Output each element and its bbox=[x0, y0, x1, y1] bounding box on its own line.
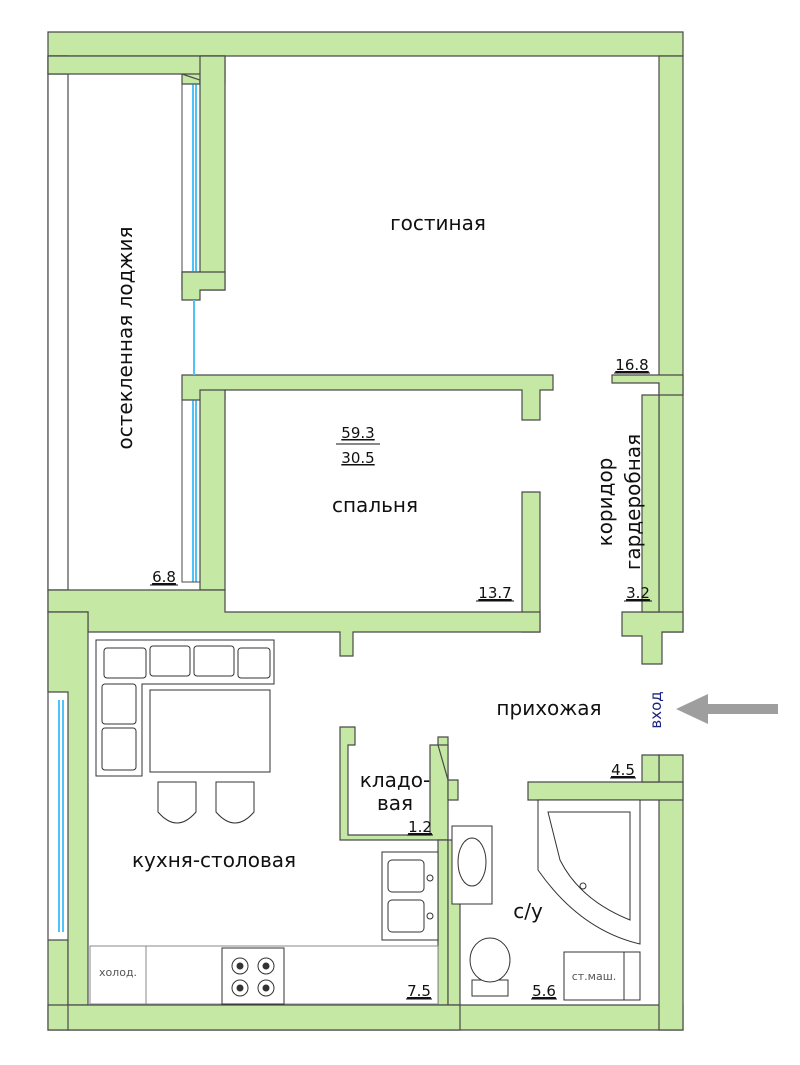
bathroom-sink bbox=[451, 825, 493, 905]
washing-machine bbox=[563, 951, 641, 1001]
window-living-frame bbox=[181, 83, 201, 273]
area-living: 16.8 bbox=[615, 356, 648, 374]
stove bbox=[221, 947, 285, 1005]
window-kitchen-frame bbox=[47, 691, 69, 941]
window-bedroom-frame bbox=[181, 399, 201, 583]
wall-wardrobe-left bbox=[641, 394, 660, 613]
chair-right bbox=[215, 781, 255, 824]
area-kitchen: 7.5 bbox=[407, 982, 431, 1000]
wall-bedroom-left bbox=[199, 389, 226, 591]
area-bathroom: 5.6 bbox=[532, 982, 556, 1000]
room-label-loggia: остекленная лоджия bbox=[113, 226, 137, 449]
wall-bathroom-top-right bbox=[641, 754, 660, 783]
area-hallway: 4.5 bbox=[611, 761, 635, 779]
area-bedroom: 13.7 bbox=[478, 584, 511, 602]
area-loggia: 6.8 bbox=[152, 568, 176, 586]
dining-table bbox=[149, 689, 271, 773]
area-wardrobe: 3.2 bbox=[626, 584, 650, 602]
room-label-living: гостиная bbox=[390, 211, 486, 235]
label-fridge: холод. bbox=[99, 966, 137, 979]
room-label-wardrobe: гардеробная bbox=[621, 434, 645, 570]
chair-left bbox=[157, 781, 197, 824]
label-washer: ст.маш. bbox=[572, 970, 617, 983]
room-label-corridor: коридор bbox=[593, 458, 617, 547]
wall-bedroom-right bbox=[521, 491, 541, 633]
window-frames bbox=[47, 74, 201, 941]
room-label-pantry-2: вая bbox=[377, 791, 413, 815]
wall-entry-jamb bbox=[621, 611, 684, 665]
loggia-frame bbox=[47, 73, 69, 591]
room-label-bathroom: с/у bbox=[513, 899, 543, 923]
room-label-bedroom: спальня bbox=[332, 493, 418, 517]
corner-sofa bbox=[95, 639, 275, 777]
toilet bbox=[469, 937, 511, 997]
wall-right-lower bbox=[658, 754, 684, 1031]
wall-kitchen-bottom bbox=[67, 1004, 461, 1031]
area-pantry: 1.2 bbox=[408, 818, 432, 836]
room-label-pantry-1: кладо- bbox=[360, 768, 430, 792]
wall-bathroom-top bbox=[527, 781, 684, 801]
wall-pier bbox=[181, 271, 226, 301]
wall-kitchen-bath bbox=[437, 839, 449, 1006]
wall-pantry-stub bbox=[437, 744, 459, 801]
kitchen-sink bbox=[381, 851, 439, 941]
room-label-hallway: прихожая bbox=[496, 696, 601, 720]
total-area: 59.3 bbox=[341, 424, 374, 442]
wall-right-upper bbox=[658, 55, 684, 633]
entry-arrow bbox=[676, 694, 778, 724]
corner-bathtub bbox=[537, 799, 641, 945]
room-label-entry: вход bbox=[647, 691, 665, 728]
room-label-kitchen: кухня-столовая bbox=[132, 848, 296, 872]
wall-top bbox=[47, 31, 684, 57]
windows bbox=[58, 84, 197, 932]
living-area: 30.5 bbox=[341, 449, 374, 467]
